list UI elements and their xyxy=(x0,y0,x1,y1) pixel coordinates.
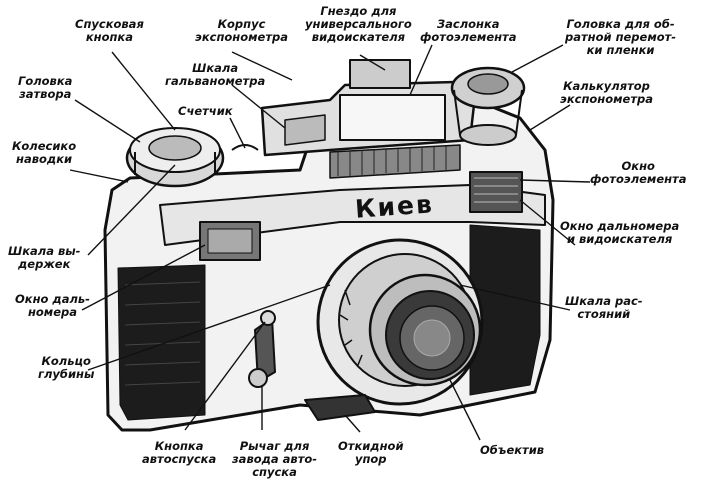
leader-cell-window xyxy=(519,179,591,183)
leader-meter-body xyxy=(231,51,293,81)
leader-rangefinder-viewfinder-window xyxy=(519,199,576,246)
label-rangefinder-window: Окно даль-номера xyxy=(15,293,90,319)
leader-viewfinder-socket xyxy=(359,54,386,71)
label-line: спуска xyxy=(252,465,297,479)
label-line: автоспуска xyxy=(142,452,217,466)
label-line: кнопка xyxy=(85,30,133,44)
folding-stand-shape xyxy=(304,394,376,421)
label-line: Окно даль- xyxy=(15,292,90,306)
label-line: Счетчик xyxy=(178,104,233,118)
leader-shutter-knob xyxy=(74,99,141,143)
label-line: фотоэлемента xyxy=(420,30,517,44)
label-line: Шкала вы- xyxy=(8,244,81,258)
leader-speed-scale xyxy=(87,164,176,256)
label-line: фотоэлемента xyxy=(590,172,687,186)
label-line: Спусковая xyxy=(75,17,144,31)
label-counter: Счетчик xyxy=(178,105,233,118)
label-rewind-knob: Головка для об-ратной перемот-ки пленки xyxy=(565,18,676,57)
label-line: универсального xyxy=(305,17,412,31)
cell-shutter-plate xyxy=(339,94,446,141)
label-lens: Объектив xyxy=(480,444,544,457)
label-line: Окно xyxy=(621,159,655,173)
label-speed-scale: Шкала вы-держек xyxy=(8,245,80,271)
label-line: Заслонка xyxy=(436,17,500,31)
label-line: Окно дальномера xyxy=(560,219,680,233)
label-line: Головка xyxy=(18,74,73,88)
label-line: видоискателя xyxy=(311,30,406,44)
label-line: и видоискателя xyxy=(566,232,673,246)
label-line: глубины xyxy=(38,367,95,381)
leader-meter-calculator xyxy=(529,104,571,131)
label-line: Шкала xyxy=(192,61,239,75)
label-line: Кнопка xyxy=(154,439,204,453)
label-line: Кольцо xyxy=(41,354,91,368)
label-line: затвора xyxy=(19,87,72,101)
label-line: гальванометра xyxy=(165,74,266,88)
label-line: экспонометра xyxy=(195,30,288,44)
label-line: Гнездо для xyxy=(320,4,397,18)
label-line: стояний xyxy=(577,307,631,321)
label-line: Объектив xyxy=(480,443,545,457)
brand-logo-text: Киев xyxy=(354,189,435,224)
leader-depth-ring xyxy=(87,284,331,371)
label-line: Шкала рас- xyxy=(565,294,643,308)
label-line: Головка для об- xyxy=(566,17,675,31)
label-line: Рычаг для xyxy=(239,439,310,453)
leader-lens xyxy=(449,379,481,441)
leader-distance-scale xyxy=(459,284,571,311)
leader-galvanometer-scale xyxy=(231,84,286,129)
label-line: Колесико xyxy=(12,139,77,153)
label-line: наводки xyxy=(16,152,73,166)
accessory-shoe xyxy=(349,59,411,89)
leader-counter xyxy=(229,117,246,149)
label-line: упор xyxy=(354,452,387,466)
left-leatherette xyxy=(117,264,206,421)
leader-focus-wheel xyxy=(69,169,129,183)
label-line: экспонометра xyxy=(560,92,653,106)
label-line: Корпус xyxy=(217,17,266,31)
label-line: номера xyxy=(27,305,77,319)
label-line: ратной перемот- xyxy=(565,30,677,44)
label-distance-scale: Шкала рас-стояний xyxy=(565,295,643,321)
label-line: держек xyxy=(18,257,71,271)
leader-self-timer-button xyxy=(184,321,266,431)
leader-folding-stand xyxy=(344,414,361,433)
label-line: ки пленки xyxy=(586,43,655,57)
leader-rewind-knob xyxy=(511,44,564,73)
leader-rangefinder-window xyxy=(81,244,206,311)
label-line: Калькулятор xyxy=(563,79,650,93)
label-line: Откидной xyxy=(338,439,404,453)
label-line: завода авто- xyxy=(232,452,318,466)
leader-cell-shutter xyxy=(409,44,433,96)
leader-shutter-release xyxy=(111,51,176,131)
